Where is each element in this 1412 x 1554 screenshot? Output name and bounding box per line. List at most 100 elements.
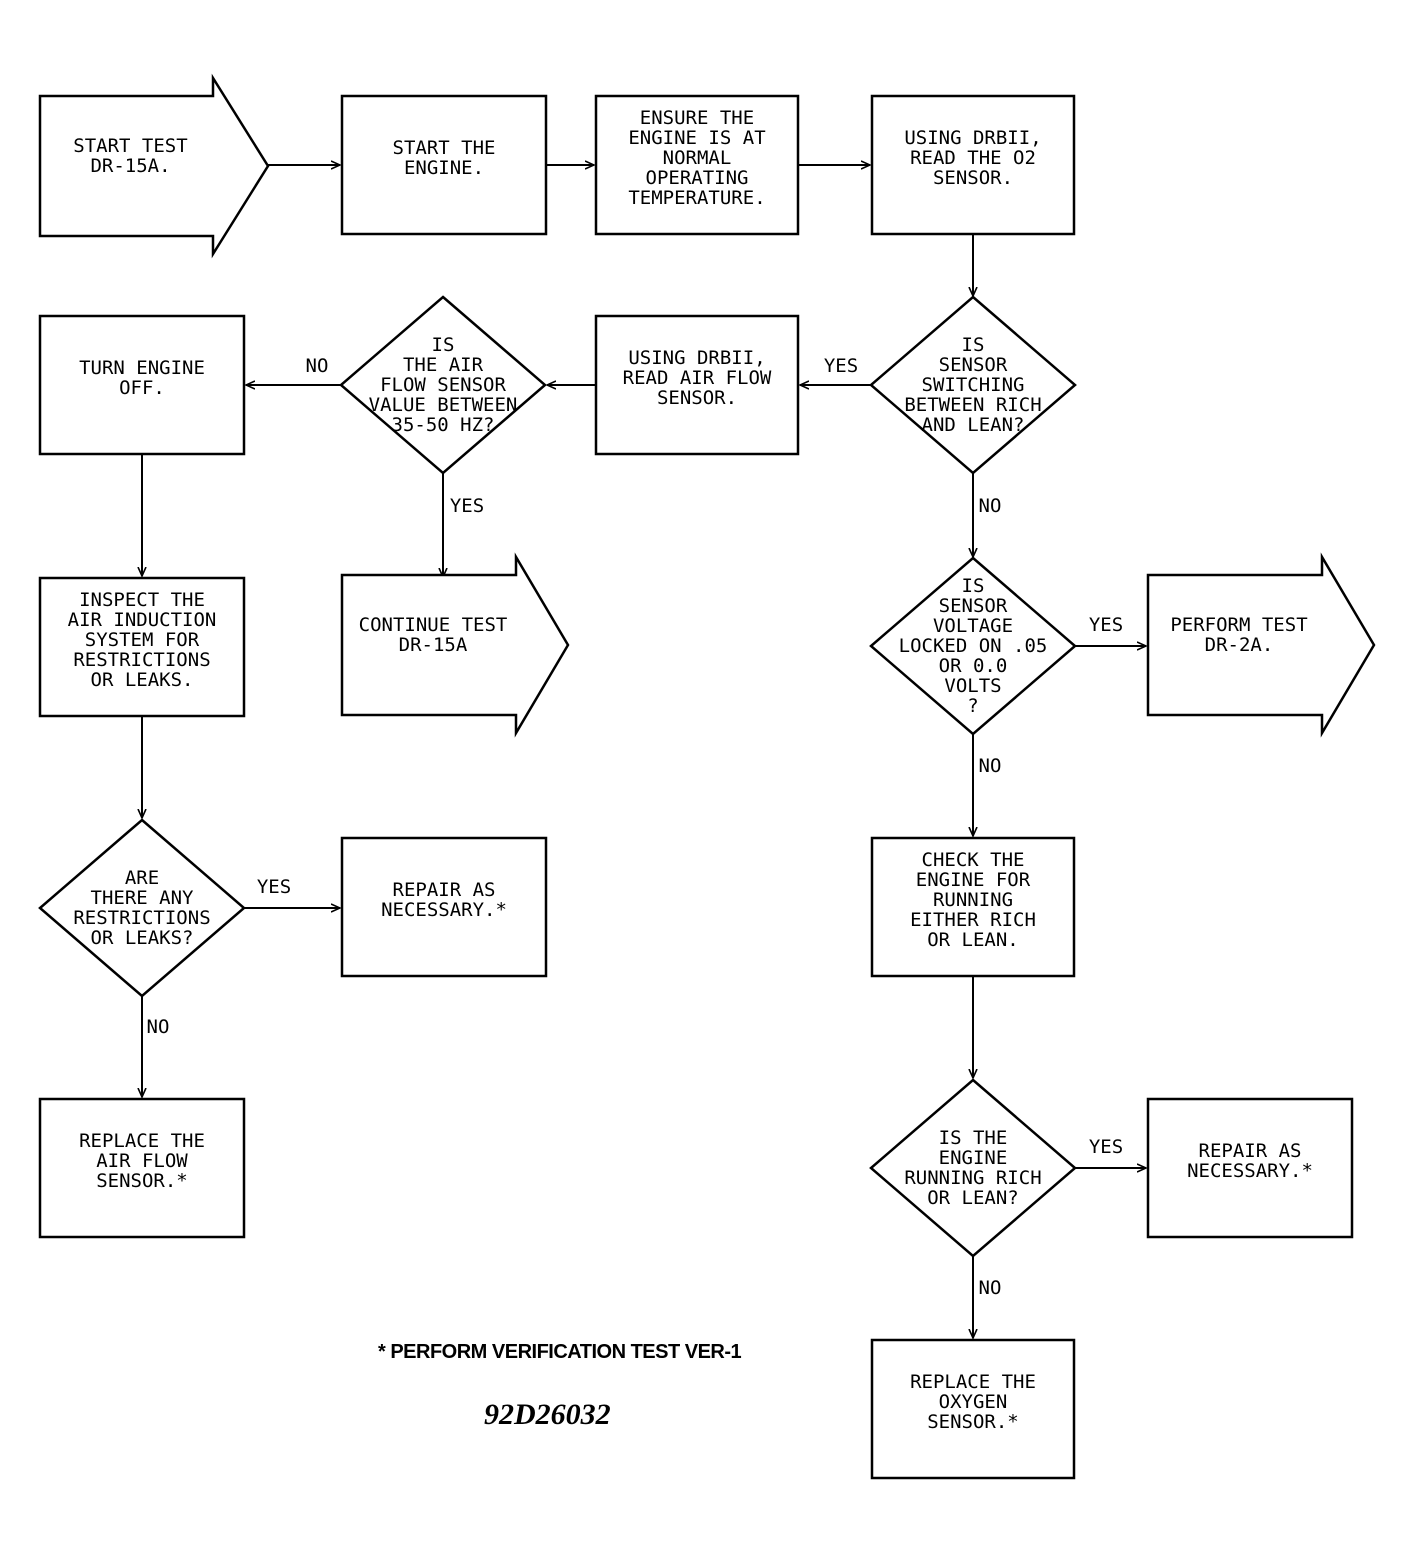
block-arrow-shape: [340, 552, 570, 738]
node-text-line: TURN ENGINE: [79, 357, 205, 379]
node-text-line: BETWEEN RICH: [904, 394, 1041, 416]
node-text-line: ENSURE THE: [640, 107, 754, 129]
figure-id: 92D26032: [484, 1398, 611, 1431]
block-arrow-shape: [1146, 552, 1376, 738]
node-text-line: NECESSARY.*: [1187, 1160, 1313, 1182]
decision-diamond: [869, 1078, 1077, 1258]
process-box: [340, 836, 548, 978]
node-text-line: NECESSARY.*: [381, 899, 507, 921]
node-text-line: OXYGEN: [939, 1391, 1008, 1413]
node-text-line: REPAIR AS: [393, 879, 496, 901]
node-text-line: USING DRBII,: [628, 347, 765, 369]
node-text-line: RESTRICTIONS: [73, 907, 210, 929]
node-text-line: SENSOR.: [657, 387, 737, 409]
node-text-line: EITHER RICH: [910, 909, 1036, 931]
node-text-line: DR-2A.: [1205, 634, 1274, 656]
decision-diamond: [339, 295, 547, 475]
node-text-line: USING DRBII,: [904, 127, 1041, 149]
node-text-line: RUNNING: [933, 889, 1013, 911]
process-box: [870, 94, 1076, 236]
node-text-line: NORMAL: [663, 147, 732, 169]
node-text-line: OR LEAKS?: [91, 927, 194, 949]
decision-diamond: [869, 556, 1077, 736]
edge-label-yes: YES: [1089, 1136, 1123, 1158]
node-text-line: START TEST: [73, 135, 187, 157]
process-box: [870, 1338, 1076, 1480]
node-text-line: THERE ANY: [91, 887, 195, 909]
node-text-line: VALUE BETWEEN: [369, 394, 518, 416]
node-text-line: IS THE: [939, 1127, 1008, 1149]
process-box: [38, 576, 246, 718]
node-text-line: ENGINE IS AT: [628, 127, 765, 149]
node-text-line: SENSOR.: [933, 167, 1013, 189]
node-text-line: AIR INDUCTION: [68, 609, 217, 631]
node-text-line: OPERATING: [646, 167, 749, 189]
node-text-line: IS: [962, 334, 985, 356]
node-text-line: OFF.: [119, 377, 165, 399]
node-text-line: ?: [967, 695, 978, 717]
node-text-line: ENGINE: [939, 1147, 1008, 1169]
node-text-line: SYSTEM FOR: [85, 629, 200, 651]
process-box: [38, 1097, 246, 1239]
process-box: [594, 314, 800, 456]
node-text-line: READ AIR FLOW: [623, 367, 772, 389]
process-box: [594, 94, 800, 236]
edge-label-no: NO: [979, 495, 1002, 517]
node-text-line: REPAIR AS: [1199, 1140, 1302, 1162]
edge-label-yes: YES: [824, 355, 858, 377]
node-text-line: ENGINE.: [404, 157, 484, 179]
node-text-line: VOLTAGE: [933, 615, 1013, 637]
node-text-line: SENSOR: [939, 354, 1008, 376]
node-text-line: IS: [962, 575, 985, 597]
node-text-line: THE AIR: [403, 354, 484, 376]
edge-label-no: NO: [306, 355, 329, 377]
node-text-line: OR 0.0: [939, 655, 1008, 677]
node-text-line: SWITCHING: [922, 374, 1025, 396]
block-arrow-shape: [38, 73, 270, 259]
node-text-line: SENSOR: [939, 595, 1008, 617]
node-text-line: ENGINE FOR: [916, 869, 1031, 891]
node-text-line: LOCKED ON .05: [899, 635, 1048, 657]
edge-label-no: NO: [979, 755, 1002, 777]
node-text-line: ARE: [125, 867, 159, 889]
decision-diamond: [869, 295, 1077, 475]
edge-label-yes: YES: [450, 495, 484, 517]
edge-label-yes: YES: [1089, 614, 1123, 636]
edge-label-yes: YES: [257, 876, 291, 898]
node-text-line: START THE: [393, 137, 496, 159]
node-text-line: 35-50 HZ?: [392, 414, 495, 436]
node-text-line: IS: [432, 334, 455, 356]
node-text-line: SENSOR.*: [927, 1411, 1019, 1433]
node-text-line: READ THE O2: [910, 147, 1036, 169]
node-text-line: RESTRICTIONS: [73, 649, 210, 671]
node-text-line: VOLTS: [944, 675, 1001, 697]
edge-label-no: NO: [979, 1277, 1002, 1299]
node-text-line: TEMPERATURE.: [628, 187, 765, 209]
node-text-line: PERFORM TEST: [1170, 614, 1307, 636]
node-text-line: CONTINUE TEST: [359, 614, 508, 636]
node-text-line: OR LEAN?: [927, 1187, 1019, 1209]
node-text-line: AIR FLOW: [96, 1150, 188, 1172]
node-text-line: CHECK THE: [922, 849, 1025, 871]
node-text-line: FLOW SENSOR: [380, 374, 506, 396]
